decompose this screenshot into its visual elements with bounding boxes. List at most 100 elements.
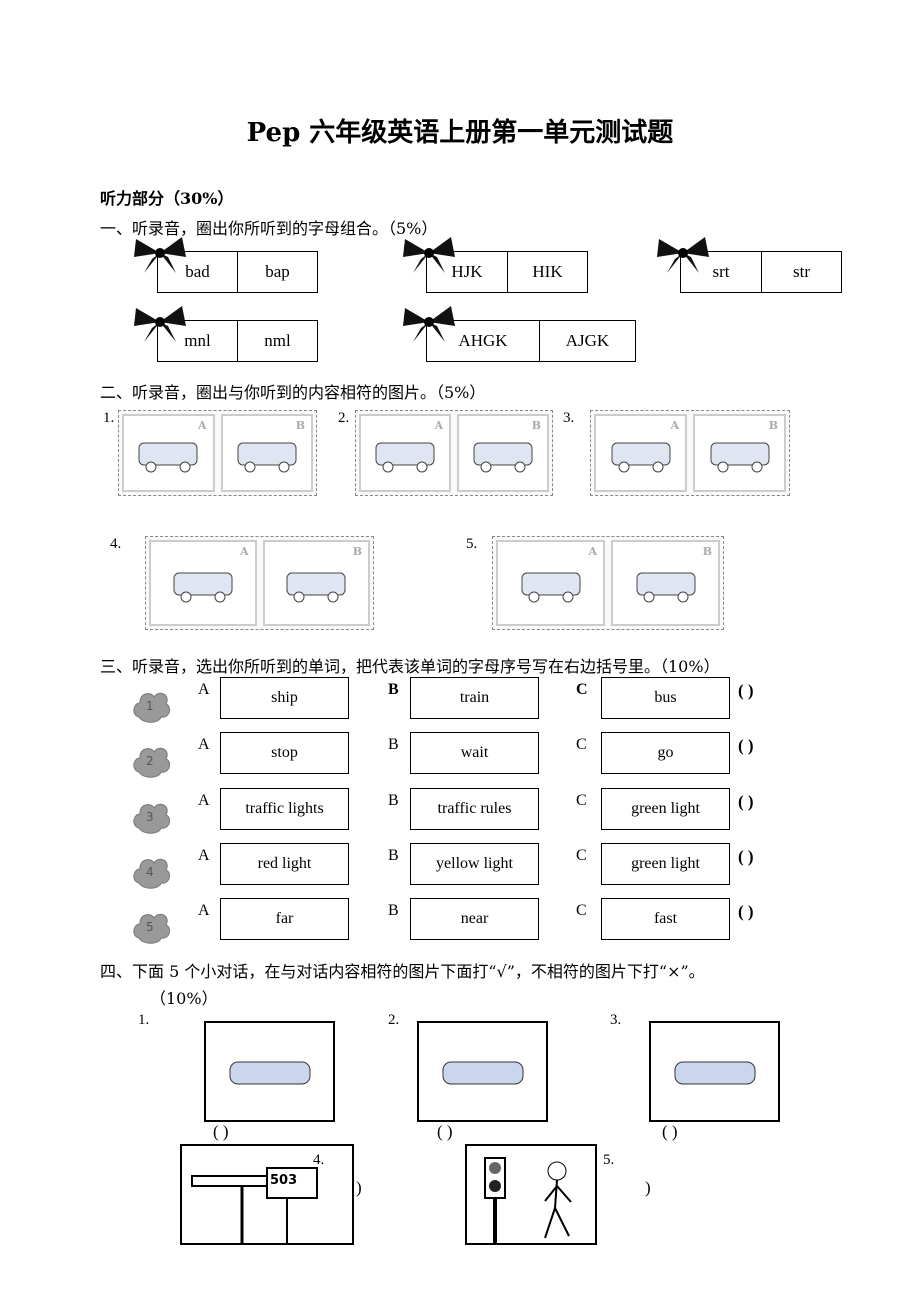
answer-blank[interactable]: ( ) — [738, 681, 754, 700]
picture-number: 2. — [338, 410, 350, 426]
word-option[interactable]: stop — [220, 732, 349, 774]
word-option[interactable]: green light — [601, 788, 730, 830]
picture-option-b[interactable]: B — [220, 414, 313, 492]
option-label: A — [239, 545, 249, 558]
picture-option-b[interactable]: B — [262, 540, 370, 626]
cloud-number-icon — [131, 908, 171, 946]
option-label: A — [434, 419, 443, 432]
picture-icon — [138, 442, 198, 473]
picture-number: 2. — [388, 1012, 400, 1028]
answer-blank[interactable]: ( ) — [662, 1122, 678, 1141]
picture-icon — [521, 572, 580, 603]
word-option[interactable]: go — [601, 732, 730, 774]
dialogue-picture — [204, 1021, 335, 1122]
word-option[interactable]: ship — [220, 677, 349, 719]
bow-icon — [401, 304, 457, 344]
page-title: Pep 六年级英语上册第一单元测试题 — [246, 118, 674, 148]
letter-option[interactable]: bap — [237, 252, 317, 292]
letter-option[interactable]: nml — [237, 321, 317, 361]
option-letter: C — [576, 902, 587, 919]
letter-option[interactable]: HIK — [507, 252, 587, 292]
answer-blank[interactable]: ) — [356, 1178, 362, 1197]
word-option[interactable]: bus — [601, 677, 730, 719]
picture-option-a[interactable]: A — [122, 414, 215, 492]
letter-pair-box: HJK HIK — [426, 251, 588, 293]
option-letter: C — [576, 847, 587, 864]
letter-option[interactable]: str — [761, 252, 841, 292]
word-option[interactable]: green light — [601, 843, 730, 885]
picture-icon — [375, 442, 435, 473]
picture-icon — [442, 1061, 523, 1084]
option-letter: A — [198, 681, 210, 698]
option-label: B — [352, 545, 362, 558]
traffic-light-picture — [465, 1144, 597, 1245]
picture-number: 1. — [138, 1012, 150, 1028]
picture-number: 3. — [610, 1012, 622, 1028]
section1-heading: 一、听录音，圈出你所听到的字母组合。（5%） — [100, 219, 438, 238]
word-option[interactable]: red light — [220, 843, 349, 885]
word-option[interactable]: fast — [601, 898, 730, 940]
picture-option-a[interactable]: A — [594, 414, 687, 492]
answer-blank[interactable]: ( ) — [213, 1122, 229, 1141]
letter-option[interactable]: AJGK — [539, 321, 635, 361]
picture-icon — [237, 442, 297, 473]
picture-number: 4. — [110, 536, 122, 552]
option-letter: C — [576, 792, 587, 809]
answer-blank[interactable]: ( ) — [738, 902, 754, 921]
option-letter: B — [388, 736, 399, 753]
letter-option[interactable]: HJK — [451, 262, 483, 281]
row-number: 2 — [146, 754, 154, 768]
letter-option[interactable]: AHGK — [458, 331, 508, 350]
picture-number: 4. — [313, 1152, 325, 1168]
option-letter: A — [198, 736, 210, 753]
answer-blank[interactable]: ) — [645, 1178, 651, 1197]
option-letter: B — [388, 847, 399, 864]
answer-blank[interactable]: ( ) — [437, 1122, 453, 1141]
answer-blank[interactable]: ( ) — [738, 792, 754, 811]
letter-pair-box: srt str — [680, 251, 842, 293]
section4-heading: 四、下面 5 个小对话，在与对话内容相符的图片下面打“√”，不相符的图片下打“×… — [100, 962, 705, 981]
letter-pair-box: bad bap — [157, 251, 318, 293]
letter-pair-box: AHGK AJGK — [426, 320, 636, 362]
letter-pair-box: mnl nml — [157, 320, 318, 362]
picture-icon — [611, 442, 670, 473]
picture-option-b[interactable]: B — [693, 414, 786, 492]
option-letter: A — [198, 902, 210, 919]
picture-number: 1. — [103, 410, 115, 426]
letter-option[interactable]: bad — [185, 262, 210, 281]
cloud-number-icon — [131, 742, 171, 780]
section4-percent: （10%） — [150, 989, 218, 1008]
word-option[interactable]: wait — [410, 732, 539, 774]
bow-icon — [132, 304, 188, 344]
picture-number: 3. — [563, 410, 575, 426]
word-option[interactable]: far — [220, 898, 349, 940]
dialogue-picture — [417, 1021, 548, 1122]
picture-option-b[interactable]: B — [611, 540, 720, 626]
answer-blank[interactable]: ( ) — [738, 736, 754, 755]
row-number: 5 — [146, 920, 154, 934]
word-option[interactable]: traffic lights — [220, 788, 349, 830]
word-option[interactable]: traffic rules — [410, 788, 539, 830]
option-letter: C — [576, 736, 587, 753]
word-option[interactable]: near — [410, 898, 539, 940]
picture-option-b[interactable]: B — [457, 414, 549, 492]
option-label: B — [702, 545, 712, 558]
letter-option[interactable]: srt — [712, 262, 730, 281]
letter-option[interactable]: mnl — [184, 331, 211, 350]
option-letter: B — [388, 681, 399, 698]
word-option[interactable]: train — [410, 677, 539, 719]
option-label: A — [670, 419, 679, 432]
picture-icon — [710, 442, 769, 473]
answer-blank[interactable]: ( ) — [738, 847, 754, 866]
option-letter: A — [198, 847, 210, 864]
section3-heading: 三、听录音，选出你所听到的单词，把代表该单词的字母序号写在右边括号里。（10%） — [100, 657, 720, 676]
word-option[interactable]: yellow light — [410, 843, 539, 885]
picture-option-a[interactable]: A — [359, 414, 451, 492]
picture-option-a[interactable]: A — [149, 540, 257, 626]
row-number: 1 — [146, 699, 154, 713]
picture-option-a[interactable]: A — [496, 540, 605, 626]
